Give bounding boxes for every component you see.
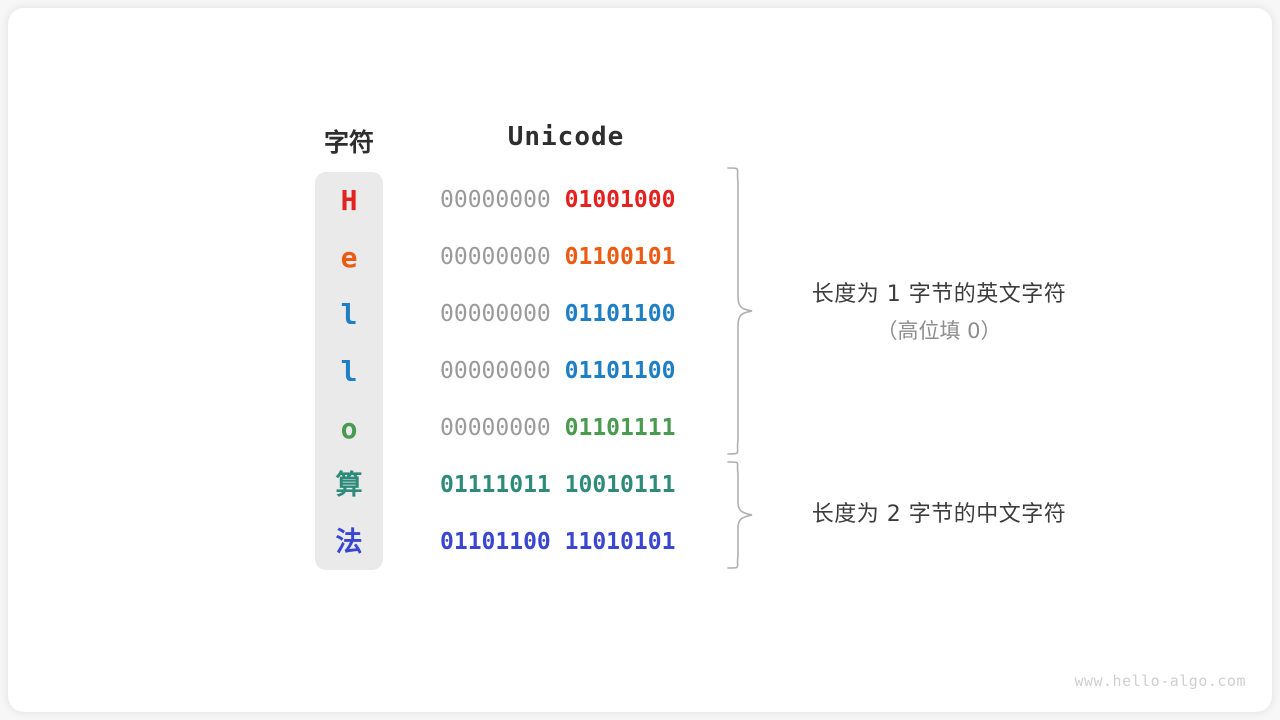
character-cell: 算	[335, 470, 363, 501]
annotation-ascii-sub: （高位填 0）	[876, 319, 1002, 343]
character-cell: H	[340, 184, 358, 217]
binary-row: 01111011 10010111	[440, 457, 692, 514]
binary-row: 00000000 01100101	[440, 229, 692, 286]
column-header-unicode: Unicode	[507, 122, 625, 152]
byte-separator	[551, 529, 565, 555]
binary-high-byte: 00000000	[440, 415, 551, 441]
binary-high-byte: 01101100	[440, 529, 551, 555]
binary-high-byte: 00000000	[440, 301, 551, 327]
binary-low-byte: 01101100	[564, 301, 676, 327]
brace-ascii-group	[727, 167, 753, 455]
character-cell: l	[340, 355, 358, 388]
binary-high-byte: 00000000	[440, 244, 551, 270]
binary-high-byte: 00000000	[440, 358, 551, 384]
binary-row: 00000000 01001000	[440, 172, 692, 229]
binary-row: 00000000 01101111	[440, 400, 692, 457]
annotation-cjk: 长度为 2 字节的中文字符	[776, 496, 1102, 528]
byte-separator	[551, 358, 565, 384]
binary-row: 01101100 11010101	[440, 514, 692, 571]
binary-high-byte: 00000000	[440, 187, 551, 213]
binary-low-byte: 10010111	[564, 472, 676, 498]
byte-separator	[551, 244, 565, 270]
binary-low-byte: 01101111	[564, 415, 676, 441]
binary-row: 00000000 01101100	[440, 286, 692, 343]
binary-low-byte: 01100101	[564, 244, 676, 270]
binary-low-byte: 11010101	[564, 529, 676, 555]
character-cell: l	[340, 298, 358, 331]
character-cell: o	[340, 412, 358, 445]
binary-low-byte: 01101100	[564, 358, 676, 384]
column-header-character: 字符	[323, 129, 374, 157]
binary-row: 00000000 01101100	[440, 343, 692, 400]
binary-low-byte: 01001000	[564, 187, 676, 213]
byte-separator	[551, 301, 565, 327]
character-cell: 法	[335, 527, 363, 558]
byte-separator	[551, 415, 565, 441]
byte-separator	[551, 187, 565, 213]
annotation-cjk-main: 长度为 2 字节的中文字符	[811, 502, 1067, 527]
character-column-panel	[315, 172, 383, 570]
annotation-ascii: 长度为 1 字节的英文字符 （高位填 0）	[776, 276, 1102, 345]
site-watermark: www.hello-algo.com	[1074, 672, 1246, 690]
brace-cjk-group	[727, 461, 753, 569]
byte-separator	[551, 472, 565, 498]
character-cell: e	[340, 241, 358, 274]
annotation-ascii-main: 长度为 1 字节的英文字符	[811, 282, 1067, 307]
binary-high-byte: 01111011	[440, 472, 551, 498]
